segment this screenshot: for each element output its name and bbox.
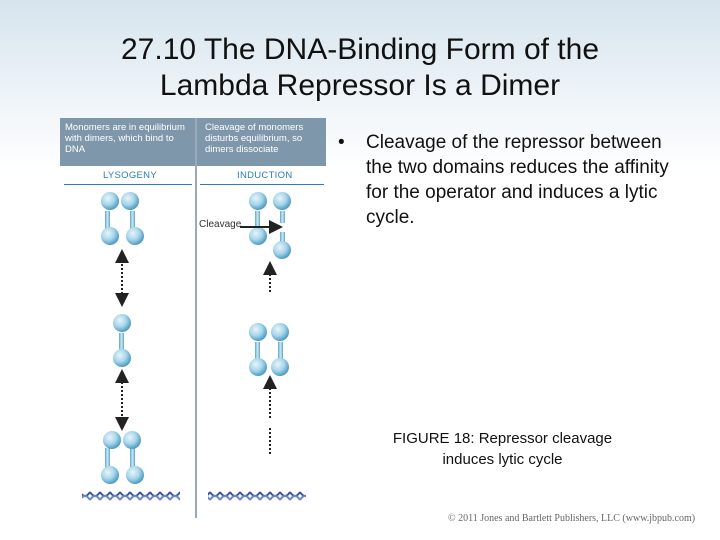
induction-dna [208, 490, 306, 502]
induction-dimer-middle [249, 323, 289, 376]
slide-title: 27.10 The DNA-Binding Form of the Lambda… [0, 32, 720, 104]
bullet-dot: • [338, 132, 345, 153]
induction-label: INDUCTION [237, 170, 293, 181]
lysogeny-dimer-top [101, 192, 144, 245]
bullet-text: Cleavage of the repressor between the tw… [366, 132, 669, 228]
cleavage-label: Cleavage [199, 219, 242, 230]
lysogeny-rule [64, 184, 192, 185]
lysogeny-dimer-bottom [101, 431, 144, 484]
caption-line-1: FIGURE 18: Repressor cleavage [392, 430, 613, 447]
induction-rule [200, 184, 324, 185]
figure-divider [195, 118, 197, 518]
induction-header-text: Cleavage of monomers disturbs equilibriu… [205, 122, 304, 155]
figure-drawing [82, 192, 306, 502]
title-line-1: 27.10 The DNA-Binding Form of the [120, 33, 600, 66]
lysogeny-header-text: Monomers are in equilibrium with dimers,… [65, 122, 185, 155]
lysogeny-dna [82, 490, 180, 502]
induction-dimer-top [249, 192, 291, 259]
lysogeny-monomer [113, 314, 131, 367]
title-line-2: Lambda Repressor Is a Dimer [159, 69, 561, 102]
lysogeny-label: LYSOGENY [103, 170, 157, 181]
caption-line-2: induces lytic cycle [442, 451, 563, 468]
copyright-notice: © 2011 Jones and Bartlett Publishers, LL… [448, 513, 696, 524]
figure-header: Monomers are in equilibrium with dimers,… [60, 118, 326, 166]
figure-caption: FIGURE 18: Repressor cleavage induces ly… [350, 428, 655, 470]
repressor-figure: Monomers are in equilibrium with dimers,… [60, 118, 326, 518]
